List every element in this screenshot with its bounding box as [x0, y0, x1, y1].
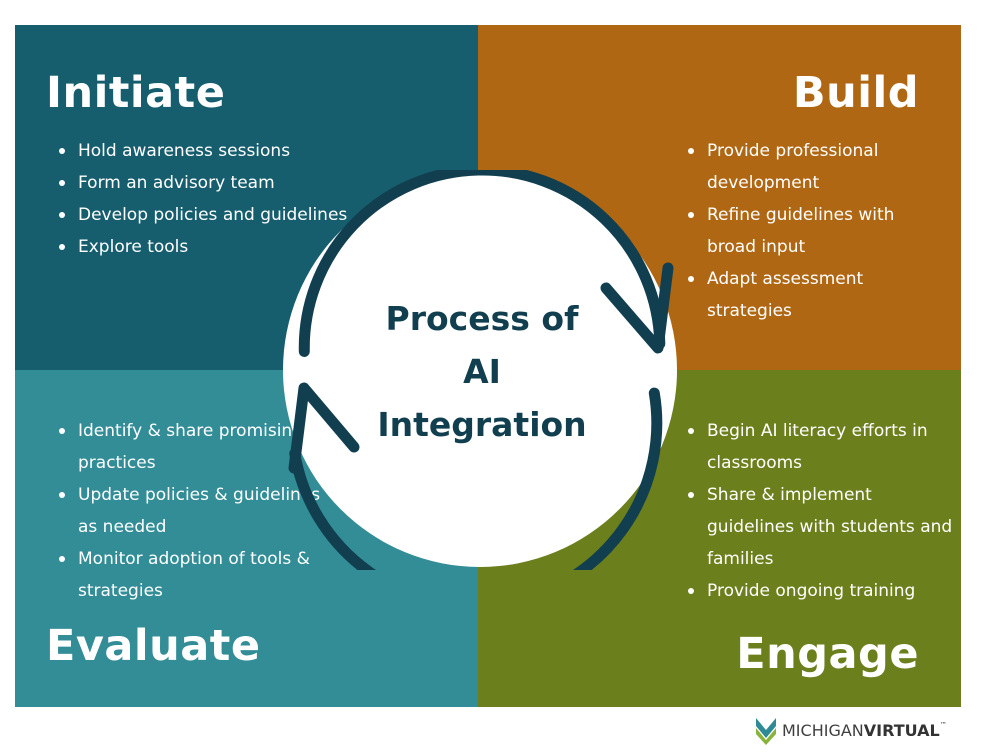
- cycle-arrow-bottom-icon: [289, 387, 663, 570]
- michigan-virtual-logo: MICHIGANVIRTUAL™: [754, 716, 954, 746]
- quadrant-title-initiate: Initiate: [46, 68, 226, 118]
- center-title: Process of AI Integration: [345, 292, 619, 451]
- list-item: Identify & share promising practices: [58, 415, 323, 479]
- cycle-diagram: [283, 170, 677, 570]
- list-item: Form an advisory team: [58, 167, 358, 199]
- list-item: Explore tools: [58, 231, 358, 263]
- list-item: Refine guidelines with broad input: [687, 199, 942, 263]
- list-item: Develop policies and guidelines: [58, 199, 358, 231]
- list-item: Provide professional development: [687, 135, 942, 199]
- list-item: Update policies & guidelines as needed: [58, 479, 323, 543]
- center-circle: [283, 173, 677, 567]
- list-item: Monitor adoption of tools & strategies: [58, 543, 323, 607]
- cycle-arrowhead-bottom-icon: [288, 382, 360, 474]
- cycle-arrowhead-top-icon: [600, 262, 674, 354]
- list-item: Adapt assessment strategies: [687, 263, 942, 327]
- quadrant-title-engage: Engage: [736, 629, 919, 679]
- list-item: Begin AI literacy efforts in classrooms: [687, 415, 957, 479]
- list-item: Hold awareness sessions: [58, 135, 358, 167]
- cycle-arrow-top-icon: [298, 170, 666, 357]
- evaluate-list: Identify & share promising practices Upd…: [58, 415, 323, 607]
- center-title-line: AI: [463, 352, 501, 391]
- logo-text-bold: VIRTUAL: [863, 721, 940, 740]
- quadrant-title-build: Build: [792, 68, 919, 118]
- build-list: Provide professional development Refine …: [687, 135, 942, 327]
- logo-text-light: MICHIGAN: [782, 721, 864, 740]
- list-item: Share & implement guidelines with studen…: [687, 479, 957, 575]
- michigan-virtual-logo-icon: [756, 718, 776, 745]
- engage-list: Begin AI literacy efforts in classrooms …: [687, 415, 957, 607]
- list-item: Provide ongoing training: [687, 575, 957, 607]
- quadrant-title-evaluate: Evaluate: [46, 621, 261, 671]
- logo-trademark: ™: [939, 721, 947, 729]
- center-title-line: Integration: [377, 405, 587, 444]
- center-title-line: Process of: [385, 299, 579, 338]
- logo-wordmark: MICHIGANVIRTUAL™: [782, 721, 947, 740]
- initiate-list: Hold awareness sessions Form an advisory…: [58, 135, 358, 263]
